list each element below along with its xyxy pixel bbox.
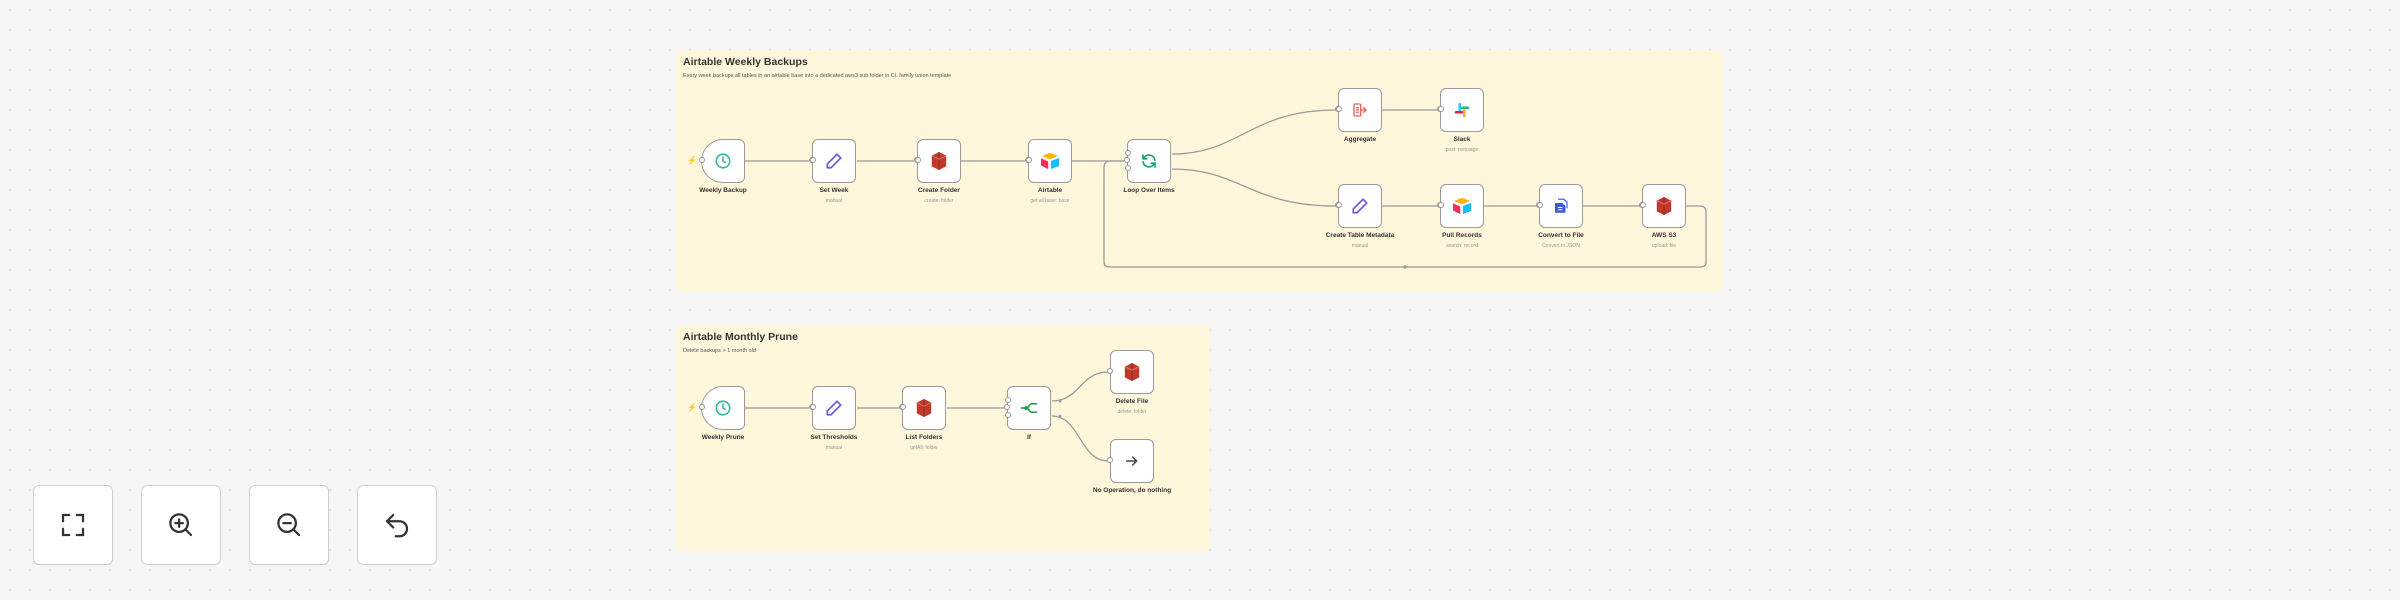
zoom-out-button[interactable]: [249, 485, 329, 565]
node-label: Convert to File: [1538, 232, 1584, 239]
node-label: Set Thresholds: [810, 434, 858, 441]
pencil-icon: [1352, 198, 1368, 214]
group-description: Every week backups all tables in an airt…: [683, 73, 952, 79]
node-subtitle: manual: [1351, 243, 1369, 249]
node-label: No Operation, do nothing: [1092, 487, 1172, 494]
aws-s3-icon: [916, 399, 932, 417]
node-label: Set Week: [819, 187, 849, 194]
output-handle[interactable]: [1437, 106, 1444, 112]
output-handle-loop[interactable]: [1124, 165, 1131, 171]
convert-file-icon: [1555, 198, 1568, 213]
loop-icon: [1142, 154, 1156, 168]
node-label: Pull Records: [1442, 232, 1482, 239]
node-label: List Folders: [905, 434, 943, 441]
output-handle[interactable]: [914, 157, 921, 163]
output-handle[interactable]: [809, 404, 816, 410]
node-subtitle: upload: file: [1651, 243, 1677, 249]
node-subtitle: Convert to JSON: [1542, 243, 1580, 249]
node-label: Airtable: [1037, 187, 1063, 194]
node-label: Loop Over Items: [1123, 187, 1175, 194]
zoom-out-icon: [277, 513, 301, 537]
if-branch-icon: [1020, 403, 1038, 413]
aws-s3-icon: [1656, 197, 1672, 215]
node-label: If: [1027, 434, 1031, 441]
pencil-icon: [826, 153, 842, 169]
group-description: Delete backups > 1 month old: [683, 348, 756, 354]
aws-s3-icon: [931, 152, 947, 170]
output-handle-done[interactable]: [1124, 150, 1131, 156]
node-label: Create Table Metadata: [1325, 232, 1395, 239]
node-subtitle: post: message: [1445, 147, 1479, 153]
node-label: Weekly Prune: [701, 434, 745, 441]
output-handle[interactable]: [1335, 106, 1342, 112]
node-subtitle: delete: folder: [1117, 409, 1147, 415]
arrow-right-icon: [1125, 456, 1138, 466]
aws-s3-icon: [1124, 363, 1140, 381]
input-handle[interactable]: [1106, 368, 1113, 374]
node-subtitle: getAll: folder: [910, 445, 938, 451]
zoom-in-button[interactable]: [141, 485, 221, 565]
output-handle[interactable]: [1335, 202, 1342, 208]
undo-icon: [385, 513, 409, 538]
output-handle[interactable]: [1025, 157, 1032, 163]
node-label: Delete File: [1115, 398, 1149, 405]
node-label: Create Folder: [918, 187, 960, 194]
fit-view-button[interactable]: [33, 485, 113, 565]
reset-zoom-button[interactable]: [357, 485, 437, 565]
trigger-bolt-icon: ⚡: [687, 156, 697, 165]
output-handle[interactable]: [698, 157, 705, 163]
group-title: Airtable Monthly Prune: [683, 331, 798, 343]
input-handle[interactable]: [1123, 157, 1130, 163]
clock-icon: [715, 153, 731, 169]
node-subtitle: create: folder: [924, 198, 954, 204]
output-handle[interactable]: [1536, 202, 1543, 208]
airtable-icon: [1041, 152, 1059, 170]
output-handle[interactable]: [1639, 202, 1646, 208]
node-label: Aggregate: [1343, 136, 1377, 143]
input-handle[interactable]: [1003, 404, 1010, 410]
output-handle[interactable]: [899, 404, 906, 410]
node-label: AWS S3: [1651, 232, 1677, 239]
trigger-bolt-icon: ⚡: [687, 403, 697, 412]
node-subtitle: get:all:base: base: [1030, 198, 1070, 204]
output-handle-false[interactable]: [1004, 412, 1011, 418]
node-subtitle: manual: [825, 445, 843, 451]
node-subtitle: manual: [825, 198, 843, 204]
output-handle[interactable]: [809, 157, 816, 163]
zoom-in-icon: [169, 513, 193, 537]
output-handle[interactable]: [1437, 202, 1444, 208]
output-handle-true[interactable]: [1004, 397, 1011, 403]
clock-icon: [715, 400, 731, 416]
output-handle[interactable]: [698, 404, 705, 410]
input-handle[interactable]: [1106, 457, 1113, 463]
aggregate-icon: [1353, 103, 1367, 117]
slack-icon: [1454, 102, 1470, 118]
group-title: Airtable Weekly Backups: [683, 56, 808, 68]
node-subtitle: search: record: [1446, 243, 1478, 249]
airtable-icon: [1453, 197, 1471, 215]
pencil-icon: [826, 400, 842, 416]
node-label: Slack: [1453, 136, 1471, 143]
node-label: Weekly Backup: [699, 187, 747, 194]
fit-view-icon: [61, 513, 85, 537]
